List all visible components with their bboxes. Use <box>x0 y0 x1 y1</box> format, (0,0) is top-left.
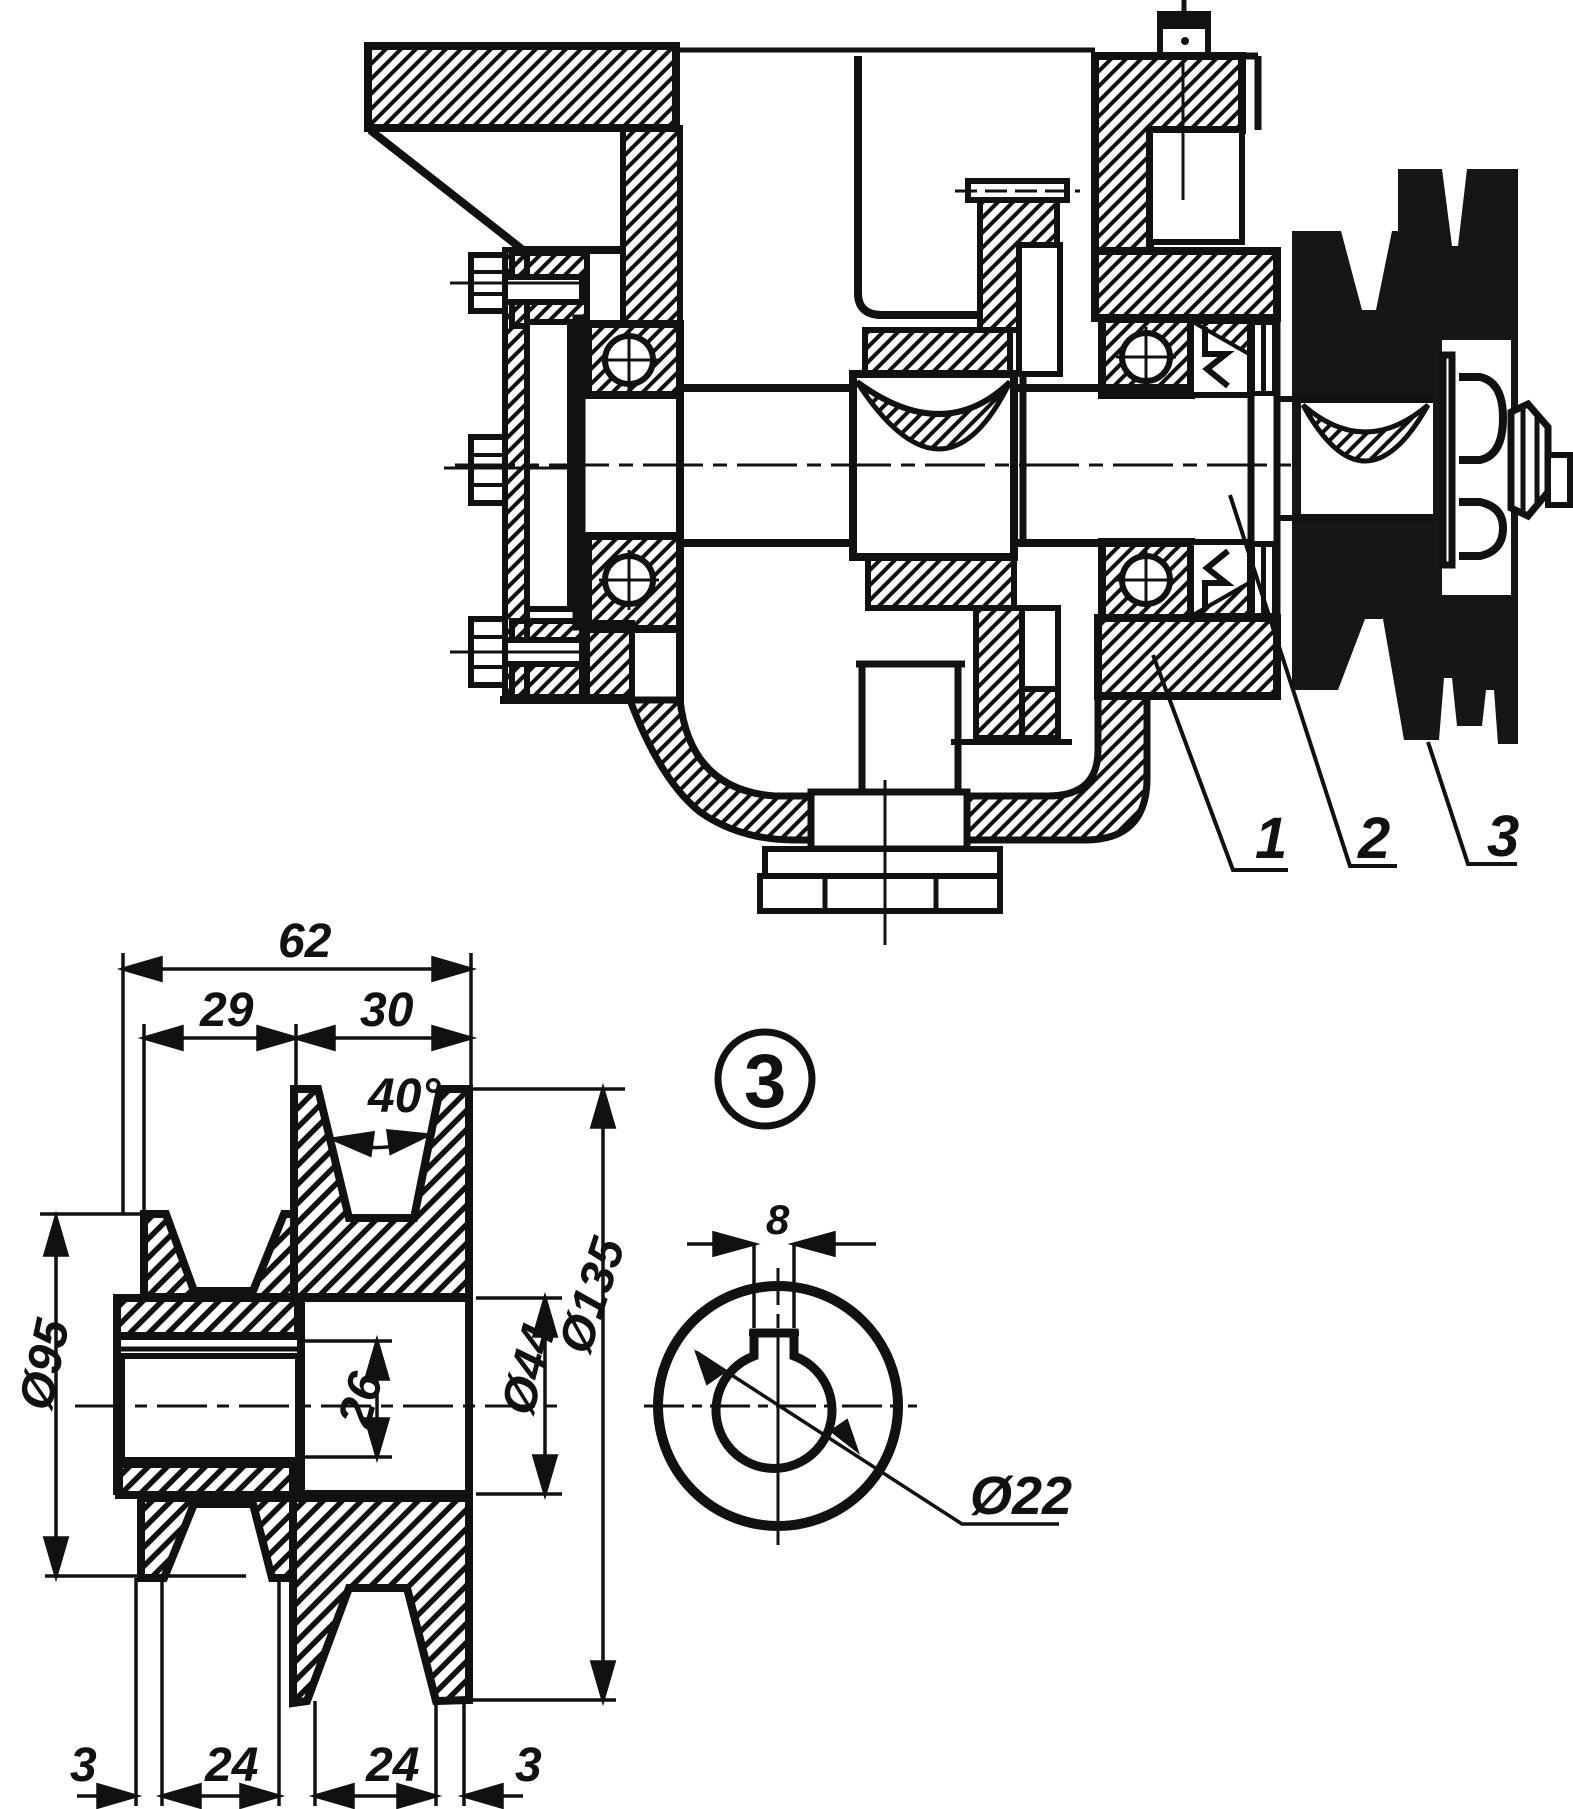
svg-text:3: 3 <box>744 1039 786 1124</box>
svg-text:3: 3 <box>515 1739 542 1792</box>
svg-text:2: 2 <box>1357 806 1390 871</box>
svg-text:1: 1 <box>1255 806 1287 871</box>
svg-text:24: 24 <box>204 1739 258 1792</box>
svg-text:24: 24 <box>365 1739 419 1792</box>
svg-text:3: 3 <box>70 1739 97 1792</box>
svg-text:Ø22: Ø22 <box>970 1466 1072 1526</box>
svg-text:8: 8 <box>766 1196 790 1243</box>
svg-text:29: 29 <box>199 984 254 1037</box>
svg-text:3: 3 <box>1487 804 1519 869</box>
svg-text:40°: 40° <box>367 1070 441 1123</box>
svg-text:62: 62 <box>278 915 332 968</box>
svg-text:30: 30 <box>360 984 414 1037</box>
